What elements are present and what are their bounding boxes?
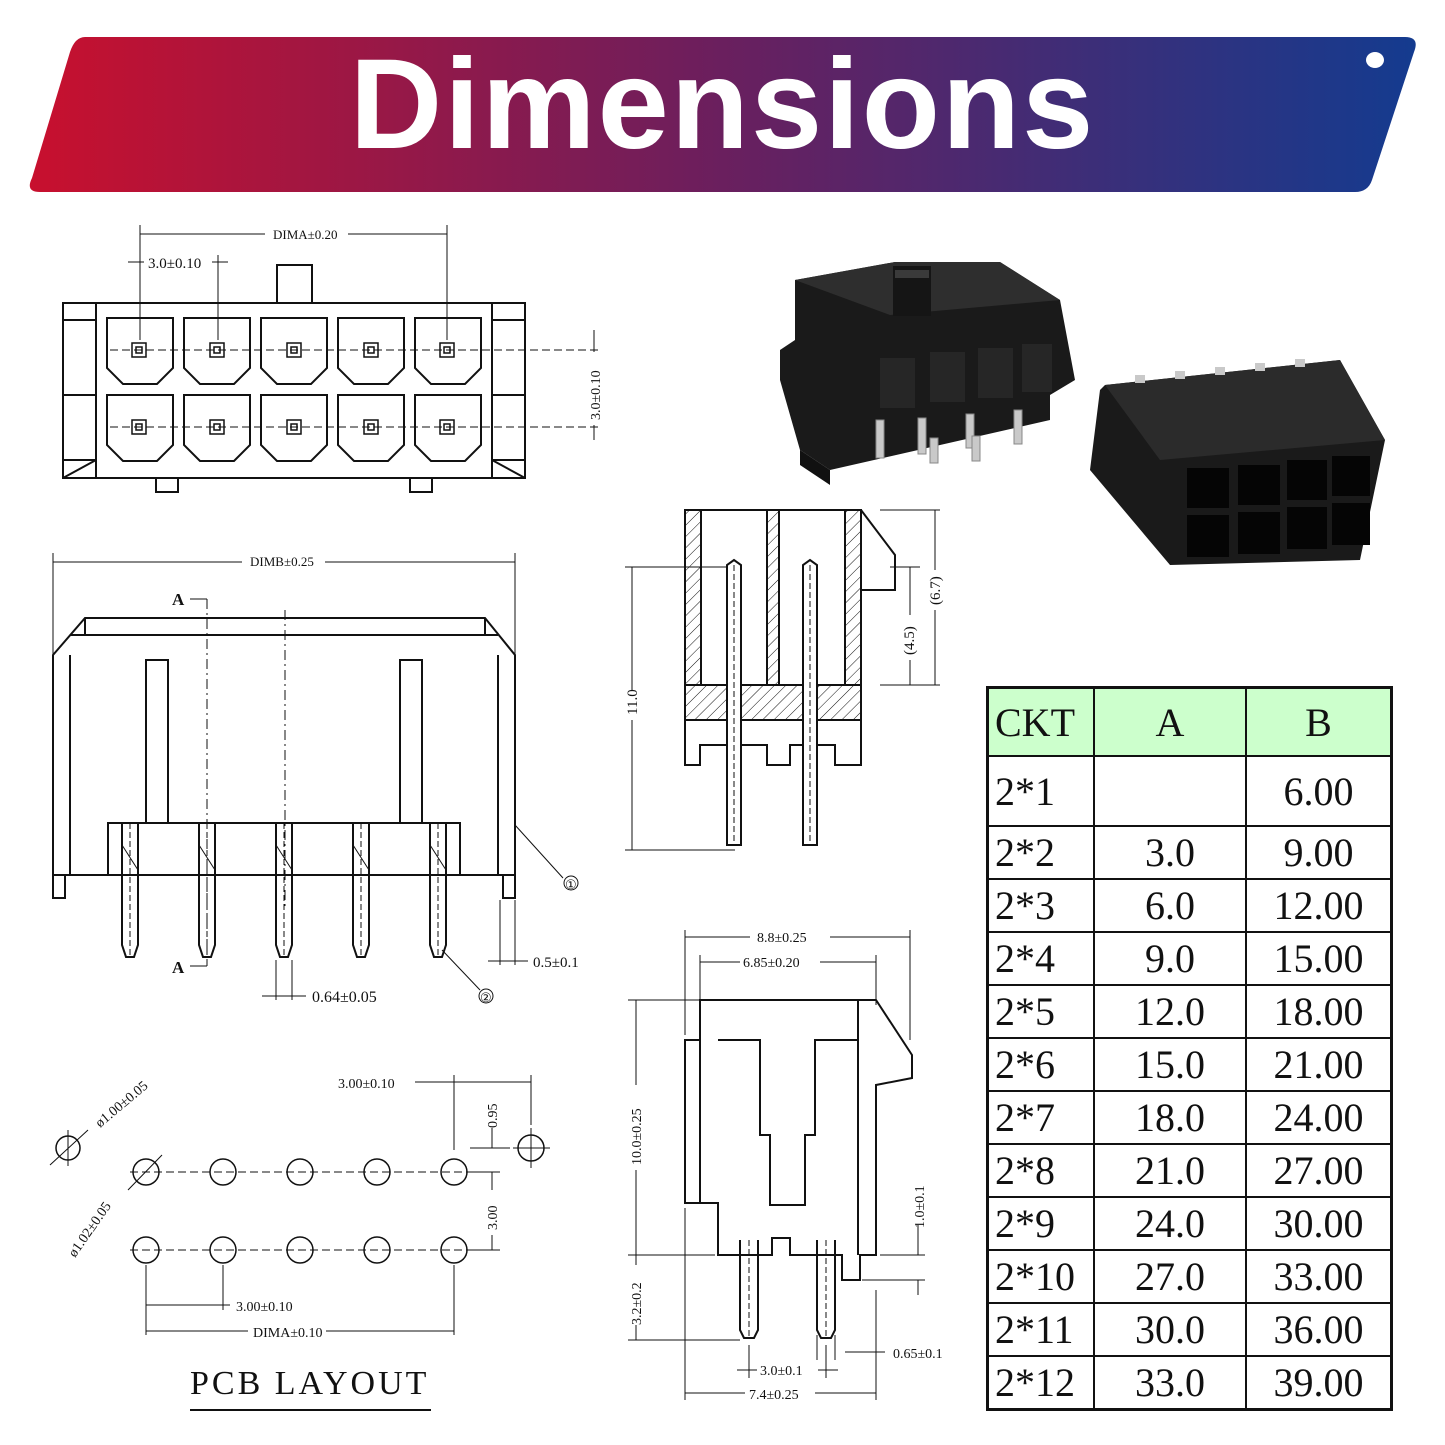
banner-dot-icon <box>1366 52 1384 68</box>
pcb-layout-drawing: ø1.00±0.05 ø1.02±0.05 3.00±0.10 0.95 3.0… <box>49 1075 550 1341</box>
table-cell: 30.0 <box>1093 1302 1247 1357</box>
table-cell: 27.00 <box>1245 1143 1393 1198</box>
table-cell: 18.0 <box>1093 1090 1247 1145</box>
table-cell: 27.0 <box>1093 1249 1247 1304</box>
table-cell: 2*11 <box>986 1302 1095 1357</box>
table-cell: 33.0 <box>1093 1355 1247 1411</box>
table-cell: 3.0 <box>1093 825 1247 880</box>
pcb-top-pitch: 3.00±0.10 <box>338 1077 395 1092</box>
table-cell: 6.0 <box>1093 878 1247 933</box>
top-pitch: 3.0±0.10 <box>148 256 201 272</box>
end-pin-length: 3.2±0.2 <box>630 1282 645 1325</box>
end-standoff: 1.0±0.1 <box>913 1185 928 1228</box>
section-inner-b: (6.7) <box>928 576 944 605</box>
end-height: 10.0±0.25 <box>630 1108 645 1165</box>
table-cell: 21.0 <box>1093 1143 1247 1198</box>
connector-photo <box>780 262 1385 565</box>
table-header-row: CKT A B <box>986 686 1393 757</box>
table-cell: 2*4 <box>986 931 1095 986</box>
table-cell: 12.00 <box>1245 878 1393 933</box>
table-cell: 39.00 <box>1245 1355 1393 1411</box>
page-title: Dimensions <box>349 33 1096 176</box>
table-cell: 2*12 <box>986 1355 1095 1411</box>
table-cell: 9.00 <box>1245 825 1393 880</box>
table-row: 2*1 6.00 <box>986 755 1393 827</box>
section-mark-top: A <box>172 590 185 609</box>
table-cell: 24.0 <box>1093 1196 1247 1251</box>
end-pin-size: 0.65±0.1 <box>893 1347 943 1362</box>
hole-dia-small: ø1.00±0.05 <box>93 1079 151 1131</box>
side-view-drawing: DIMB±0.25 A A 0.64±0.05 0.5±0.1 ① <box>52 553 579 1006</box>
table-header-b: B <box>1245 686 1393 757</box>
table-cell: 2*9 <box>986 1196 1095 1251</box>
side-dim-b: DIMB±0.25 <box>250 554 314 569</box>
end-view-drawing: 8.8±0.25 6.85±0.20 10.0±0.25 3.2±0.2 1.0… <box>628 930 943 1403</box>
title-banner <box>29 37 1416 192</box>
table-cell: 30.00 <box>1245 1196 1393 1251</box>
table-cell: 12.0 <box>1093 984 1247 1039</box>
table-cell: 2*1 <box>986 755 1095 827</box>
section-view-drawing: 11.0 (6.7) (4.5) <box>625 509 944 851</box>
end-width-inner: 6.85±0.20 <box>743 956 800 971</box>
end-base-width: 7.4±0.25 <box>749 1388 799 1403</box>
pcb-offset: 0.95 <box>486 1104 501 1129</box>
table-cell: 15.0 <box>1093 1037 1247 1092</box>
table-cell: 2*3 <box>986 878 1095 933</box>
table-cell: 2*6 <box>986 1037 1095 1092</box>
pcb-row-pitch: 3.00 <box>486 1206 501 1231</box>
end-width-outer: 8.8±0.25 <box>757 931 807 946</box>
pcb-layout-label: PCB LAYOUT <box>190 1365 432 1411</box>
table-cell: 2*10 <box>986 1249 1095 1304</box>
table-cell: 2*7 <box>986 1090 1095 1145</box>
table-cell: 9.0 <box>1093 931 1247 986</box>
table-cell: 33.00 <box>1245 1249 1393 1304</box>
callout-2: ② <box>480 990 492 1005</box>
table-cell: 24.00 <box>1245 1090 1393 1145</box>
table-header-a: A <box>1093 686 1247 757</box>
table-header-ckt: CKT <box>986 686 1095 757</box>
top-dim-a: DIMA±0.20 <box>273 227 338 242</box>
table-cell: 18.00 <box>1245 984 1393 1039</box>
table-cell: 21.00 <box>1245 1037 1393 1092</box>
top-view-drawing: DIMA±0.20 3.0±0.10 3.0±0.10 <box>62 225 604 493</box>
section-height: 11.0 <box>625 689 641 715</box>
hole-dia-large: ø1.02±0.05 <box>66 1200 115 1261</box>
table-cell: 36.00 <box>1245 1302 1393 1357</box>
table-cell <box>1093 755 1247 827</box>
table-cell: 2*5 <box>986 984 1095 1039</box>
pcb-bottom-pitch: 3.00±0.10 <box>236 1300 293 1315</box>
top-row-pitch: 3.0±0.10 <box>589 370 604 420</box>
table-cell: 6.00 <box>1245 755 1393 827</box>
pin-width-dim: 0.64±0.05 <box>312 989 377 1006</box>
table-cell: 2*8 <box>986 1143 1095 1198</box>
pcb-dim-a: DIMA±0.10 <box>253 1326 323 1341</box>
callout-1: ① <box>565 877 577 892</box>
offset-dim: 0.5±0.1 <box>533 955 579 971</box>
end-pin-pitch: 3.0±0.1 <box>760 1364 803 1379</box>
section-inner-a: (4.5) <box>902 626 918 655</box>
table-cell: 15.00 <box>1245 931 1393 986</box>
section-mark-bottom: A <box>172 958 185 977</box>
table-cell: 2*2 <box>986 825 1095 880</box>
